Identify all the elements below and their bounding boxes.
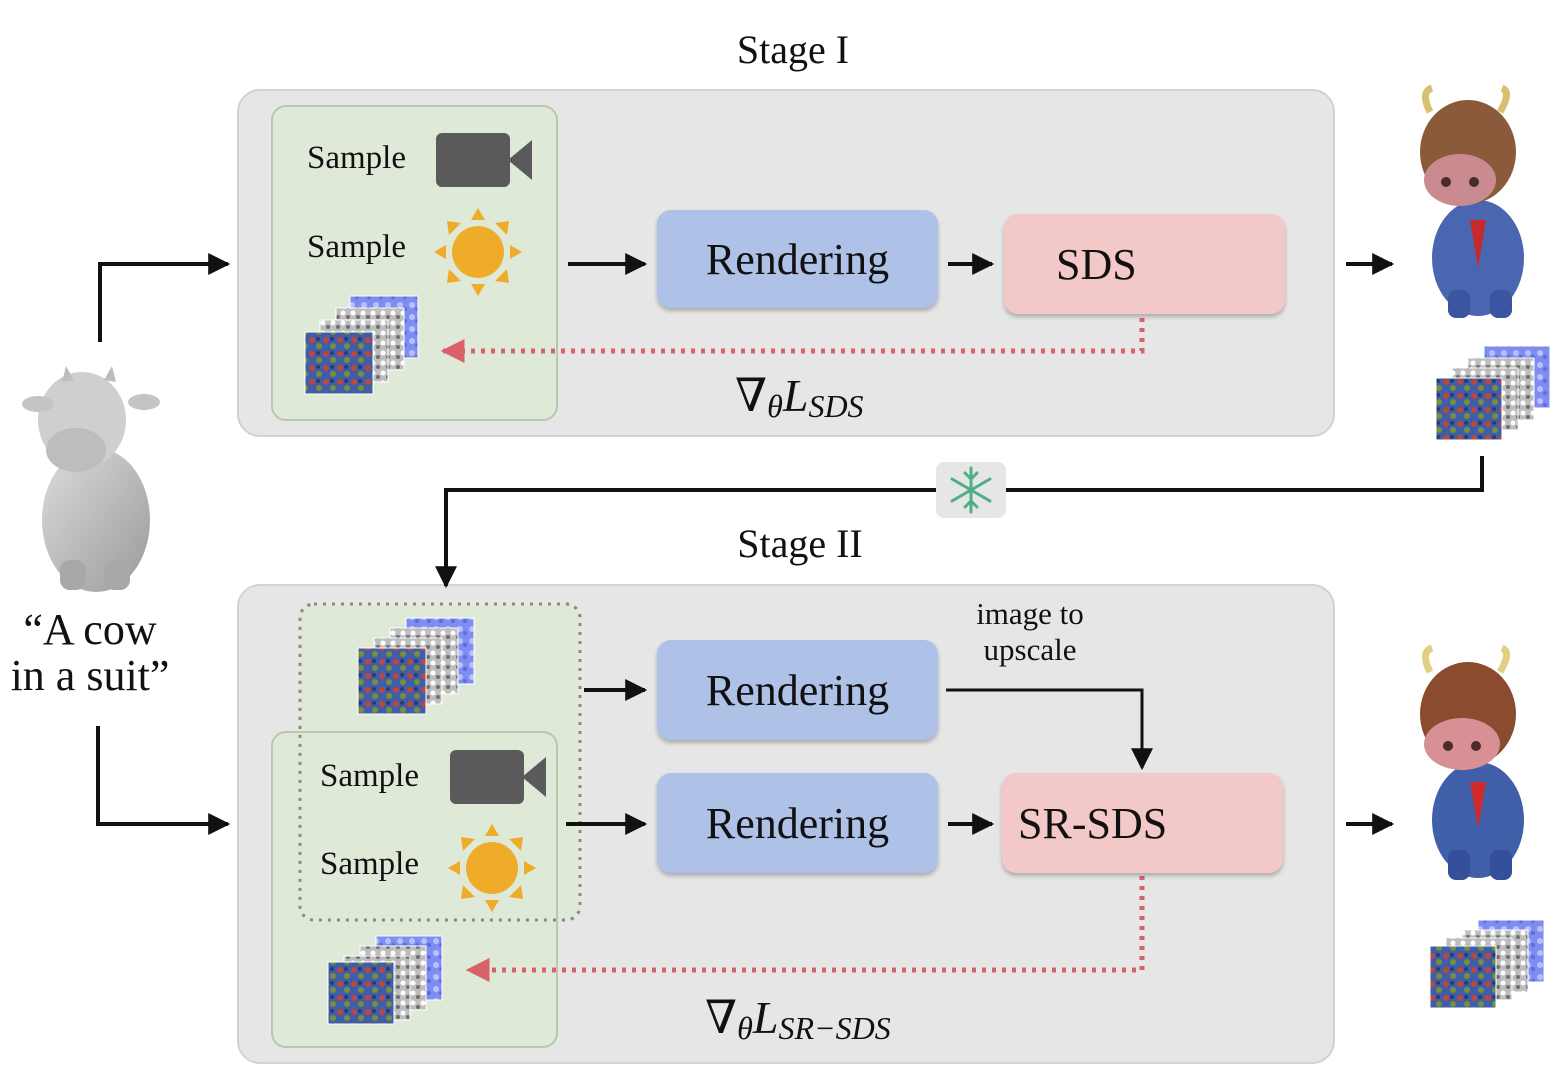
upscale-note-line-1: image to [976, 596, 1084, 631]
stage1-loss: ∇θLSDS [735, 368, 864, 424]
prompt-line-2: in a suit” [10, 651, 170, 700]
stage2-rendering-bottom-label: Rendering [705, 798, 890, 848]
theta-subscript: θ [737, 1010, 753, 1046]
text-prompt: “A cow in a suit” [0, 607, 200, 699]
sun-icon [434, 208, 522, 296]
camera-icon [436, 133, 532, 187]
cow-mesh-icon [22, 366, 160, 592]
texture-stack-icon [327, 935, 443, 1025]
stage1-title: Stage I [736, 27, 850, 72]
camera-icon [450, 750, 546, 804]
arrow-upscale-to-srsds [946, 688, 1153, 771]
loss-letter: L [752, 992, 779, 1043]
stage2-rendering-top-label: Rendering [705, 665, 890, 715]
stage2-srsds-box: SR-SDS [1002, 773, 1283, 873]
stage1-gradient-arrow [440, 318, 1145, 363]
sun-icon [448, 824, 536, 912]
stage2-frozen-outline [298, 602, 582, 922]
stage1-sample-camera-label: Sample [307, 140, 406, 176]
output-texture-stack-1 [1435, 345, 1551, 441]
stage2-sample-light-label: Sample [320, 846, 419, 882]
texture-stack-icon [304, 295, 419, 395]
cow-textured-icon [1420, 644, 1524, 880]
snowflake-icon [950, 466, 992, 514]
stage2-srsds-label: SR-SDS [1018, 798, 1168, 848]
nabla-symbol: ∇ [705, 992, 738, 1043]
nabla-symbol: ∇ [735, 370, 768, 421]
stage1-sample-light-label: Sample [307, 229, 406, 265]
stage2-loss: ∇θLSR−SDS [705, 990, 891, 1046]
loss-subscript: SR−SDS [778, 1010, 891, 1046]
stage2-sample-camera-label: Sample [320, 758, 419, 794]
stage2-gradient-arrow [465, 876, 1145, 982]
theta-subscript: θ [767, 388, 783, 424]
stage2-rendering-top-box: Rendering [657, 640, 938, 740]
stage1-rendering-box: Rendering [657, 210, 938, 308]
stage1-sds-box: SDS [1004, 214, 1285, 314]
arrow-prompt-to-stage1 [98, 253, 231, 342]
frozen-texture-stack-icon [357, 617, 475, 715]
upscale-note-line-2: upscale [983, 632, 1077, 667]
cow-textured-icon [1420, 84, 1524, 318]
upscale-note: image to upscale [930, 596, 1130, 668]
loss-letter: L [782, 370, 809, 421]
prompt-line-1: “A cow [23, 605, 157, 654]
stage1-rendering-label: Rendering [705, 234, 890, 284]
stage2-title: Stage II [737, 521, 863, 566]
stage2-rendering-bottom-box: Rendering [657, 773, 938, 873]
loss-subscript: SDS [808, 388, 864, 424]
stage1-sds-label: SDS [1056, 239, 1137, 289]
arrow-prompt-to-stage2 [96, 726, 231, 835]
output-texture-stack-2 [1429, 919, 1545, 1009]
